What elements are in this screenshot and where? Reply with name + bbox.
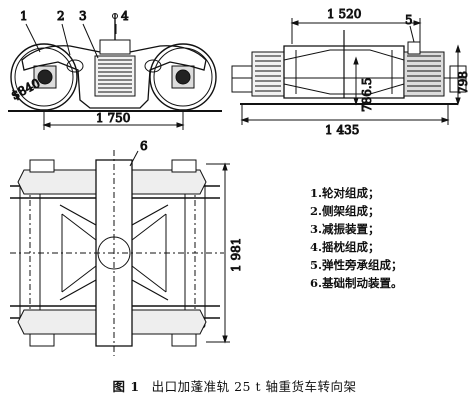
legend-item: 6.基础制动装置。 (310, 276, 403, 290)
end-gauge-dimension: 1 435 (325, 123, 359, 137)
legend-item: 1.轮对组成； (310, 186, 380, 200)
end-width-top-dimension: 1 520 (327, 7, 361, 21)
side-label-3: 3 (79, 9, 87, 23)
wheel-diameter-dimension: $840 (9, 76, 43, 103)
legend-item: 3.减振装置； (310, 222, 380, 236)
wheelbase-dimension: 1 750 (96, 111, 130, 125)
figure-number: 图 1 (112, 379, 140, 394)
end-label-5: 5 (405, 13, 413, 27)
end-center-height-dimension: 786.5 (360, 78, 374, 112)
side-view (8, 13, 222, 130)
legend-item: 4.摇枕组成； (310, 240, 380, 254)
side-label-1: 1 (20, 9, 28, 23)
figure-title: 出口加蓬准轨 25 t 轴重货车转向架 (151, 379, 357, 394)
plan-width-dimension: 1 981 (229, 238, 243, 272)
legend-item: 2.侧架组成； (310, 204, 380, 218)
plan-label-6: 6 (140, 139, 148, 153)
end-right-height-dimension: 798 (456, 71, 469, 94)
side-label-4: 4 (121, 9, 129, 23)
legend-item: 5.弹性旁承组成； (310, 258, 403, 272)
parts-legend: 1.轮对组成； 2.侧架组成； 3.减振装置； 4.摇枕组成； 5.弹性旁承组成… (310, 184, 403, 292)
end-view (231, 18, 467, 125)
side-label-2: 2 (57, 9, 65, 23)
figure-caption: 图 1 出口加蓬准轨 25 t 轴重货车转向架 (0, 376, 469, 395)
plan-view (10, 150, 230, 356)
